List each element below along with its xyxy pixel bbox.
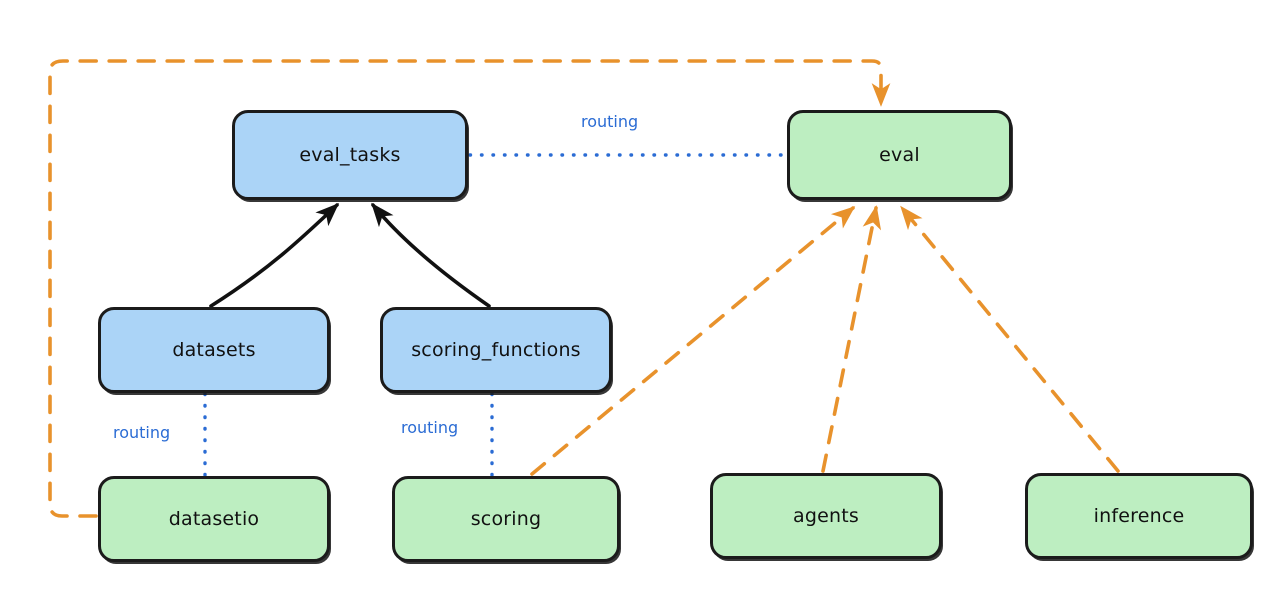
dependency-edge-scoring-eval [530, 206, 856, 476]
node-eval-tasks[interactable]: eval_tasks [232, 110, 468, 200]
node-scoring-functions[interactable]: scoring_functions [380, 307, 612, 393]
node-scoring[interactable]: scoring [392, 476, 620, 562]
node-eval[interactable]: eval [787, 110, 1012, 200]
edge-label-routing-scoring-functions-scoring: routing [398, 418, 462, 437]
node-label-scoring: scoring [470, 508, 542, 530]
node-agents[interactable]: agents [710, 473, 942, 559]
node-label-inference: inference [1093, 505, 1185, 527]
edge-label-routing-datasets-datasetio: routing [110, 423, 174, 442]
node-datasetio[interactable]: datasetio [98, 476, 330, 562]
node-label-scoring-functions: scoring_functions [411, 339, 581, 361]
node-label-datasetio: datasetio [168, 508, 260, 530]
dependency-edge-agents-eval [821, 205, 882, 473]
node-label-datasets: datasets [172, 339, 256, 361]
node-label-eval: eval [879, 144, 920, 166]
node-label-agents: agents [793, 505, 859, 527]
dependency-edge-datasetio-eval [48, 59, 891, 518]
node-datasets[interactable]: datasets [98, 307, 330, 393]
edge-label-routing-eval-tasks-eval: routing [578, 112, 642, 131]
node-inference[interactable]: inference [1025, 473, 1253, 559]
composition-edge-datasets-eval-tasks [209, 203, 340, 308]
node-label-eval-tasks: eval_tasks [299, 144, 401, 166]
composition-edge-scoring-functions-eval-tasks [371, 202, 491, 308]
dependency-edge-inference-eval [900, 205, 1120, 473]
